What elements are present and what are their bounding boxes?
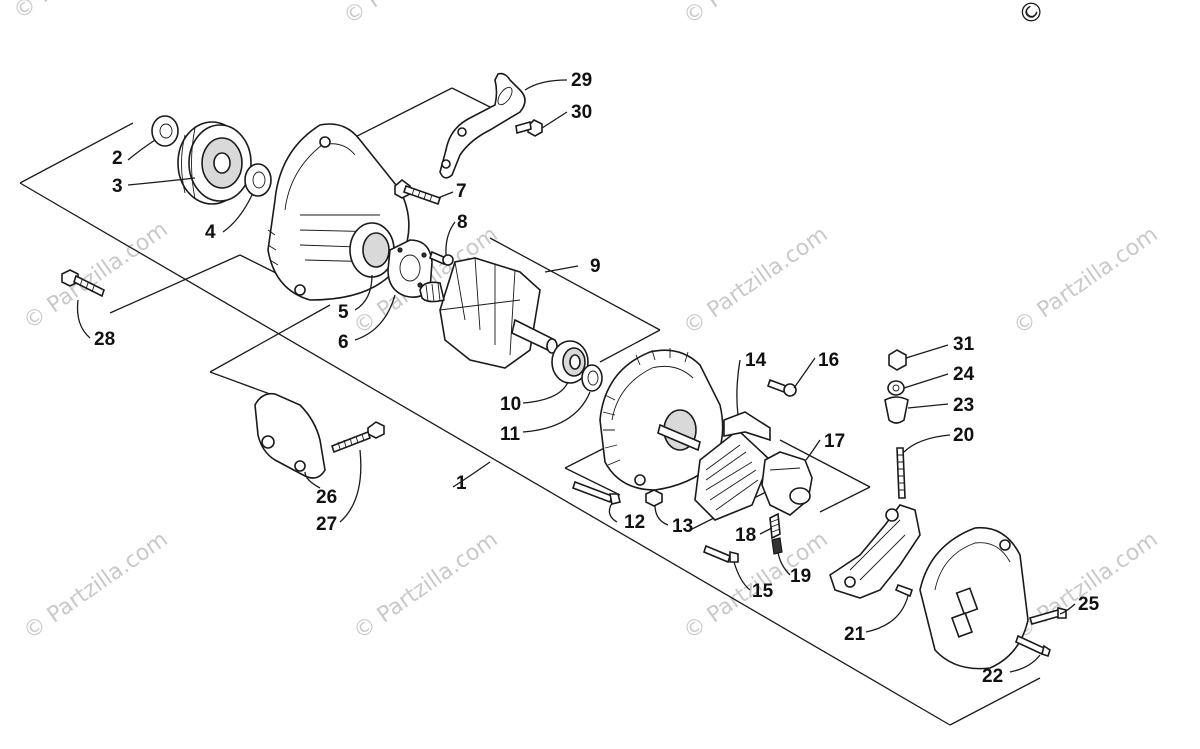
watermark: © Partzilla.com — [9, 0, 162, 25]
callout-20: 20 — [953, 425, 974, 446]
front-housing — [267, 123, 410, 301]
callout-15: 15 — [752, 581, 774, 602]
callout-6: 6 — [338, 332, 349, 353]
callout-29: 29 — [571, 70, 592, 91]
brush-spring — [769, 512, 781, 540]
callout-12: 12 — [624, 512, 645, 533]
watermark: © Partzilla.com — [19, 217, 172, 335]
cover-bolt-lower — [1015, 634, 1051, 658]
callout-25: 25 — [1078, 594, 1100, 615]
rotor-assembly — [419, 257, 558, 369]
callout-4: 4 — [205, 222, 216, 243]
terminal-nut — [645, 489, 663, 507]
callout-9: 9 — [590, 256, 601, 277]
bearing-retainer-plate — [387, 239, 433, 298]
carbon-brush — [771, 537, 783, 555]
rectifier-screw — [766, 378, 797, 397]
leader-lines — [76, 79, 1076, 673]
watermark: © Partzilla.com — [349, 527, 502, 645]
adjuster-bolt — [61, 269, 105, 298]
callout-labels: 1 2 3 4 5 6 7 8 9 10 11 12 13 14 15 16 1… — [94, 70, 1100, 687]
watermark: © Partzilla.com — [19, 527, 172, 645]
callout-28: 28 — [94, 329, 115, 350]
through-bolt — [571, 480, 621, 505]
brush-holder — [761, 451, 813, 516]
callout-5: 5 — [338, 302, 349, 323]
callout-14: 14 — [745, 350, 767, 371]
terminal-washer — [887, 380, 905, 396]
callout-18: 18 — [735, 525, 756, 546]
callout-1: 1 — [456, 473, 467, 494]
regulator-screw — [894, 583, 914, 598]
bearing-cover — [581, 364, 603, 392]
watermark: © Partzilla.com — [1009, 222, 1162, 340]
callout-11: 11 — [500, 424, 521, 445]
mounting-bracket — [439, 72, 526, 179]
rectifier — [694, 411, 771, 521]
spacer-collar — [244, 163, 272, 197]
brush-screw — [703, 544, 739, 564]
terminal-bolt — [896, 447, 906, 499]
lower-bracket — [254, 392, 326, 479]
callout-3: 3 — [112, 176, 123, 197]
callout-17: 17 — [824, 431, 845, 452]
callout-22: 22 — [982, 666, 1003, 687]
terminal-nut-top — [888, 349, 907, 371]
callout-23: 23 — [953, 395, 974, 416]
callout-27: 27 — [316, 514, 337, 535]
callout-24: 24 — [953, 364, 975, 385]
regulator — [829, 504, 921, 599]
retainer-screw — [429, 250, 454, 266]
bracket-bolt — [515, 119, 543, 137]
callout-31: 31 — [953, 334, 975, 355]
watermark: © Partzilla.com — [1009, 527, 1162, 645]
callout-30: 30 — [571, 102, 592, 123]
rear-end-cover — [919, 526, 1029, 670]
callout-7: 7 — [456, 181, 467, 202]
callout-21: 21 — [844, 624, 866, 645]
stud-bolt — [394, 178, 442, 206]
pulley-nut — [151, 115, 179, 147]
callout-10: 10 — [500, 394, 521, 415]
rear-bearing — [551, 340, 589, 384]
rear-housing — [599, 348, 724, 491]
watermark-corner: © Pa — [1012, 0, 1077, 32]
lower-bracket-bolt — [331, 421, 385, 454]
callout-13: 13 — [672, 516, 693, 537]
callout-8: 8 — [457, 212, 468, 233]
callout-2: 2 — [112, 148, 123, 169]
callout-26: 26 — [316, 487, 337, 508]
pulley — [177, 121, 252, 205]
watermark: © Partzilla.com — [679, 222, 832, 340]
watermark: © Partzilla.com — [339, 0, 492, 30]
terminal-insulator — [884, 396, 909, 424]
callout-16: 16 — [818, 350, 839, 371]
watermark: © Partzilla.com — [679, 0, 832, 30]
callout-19: 19 — [790, 566, 811, 587]
